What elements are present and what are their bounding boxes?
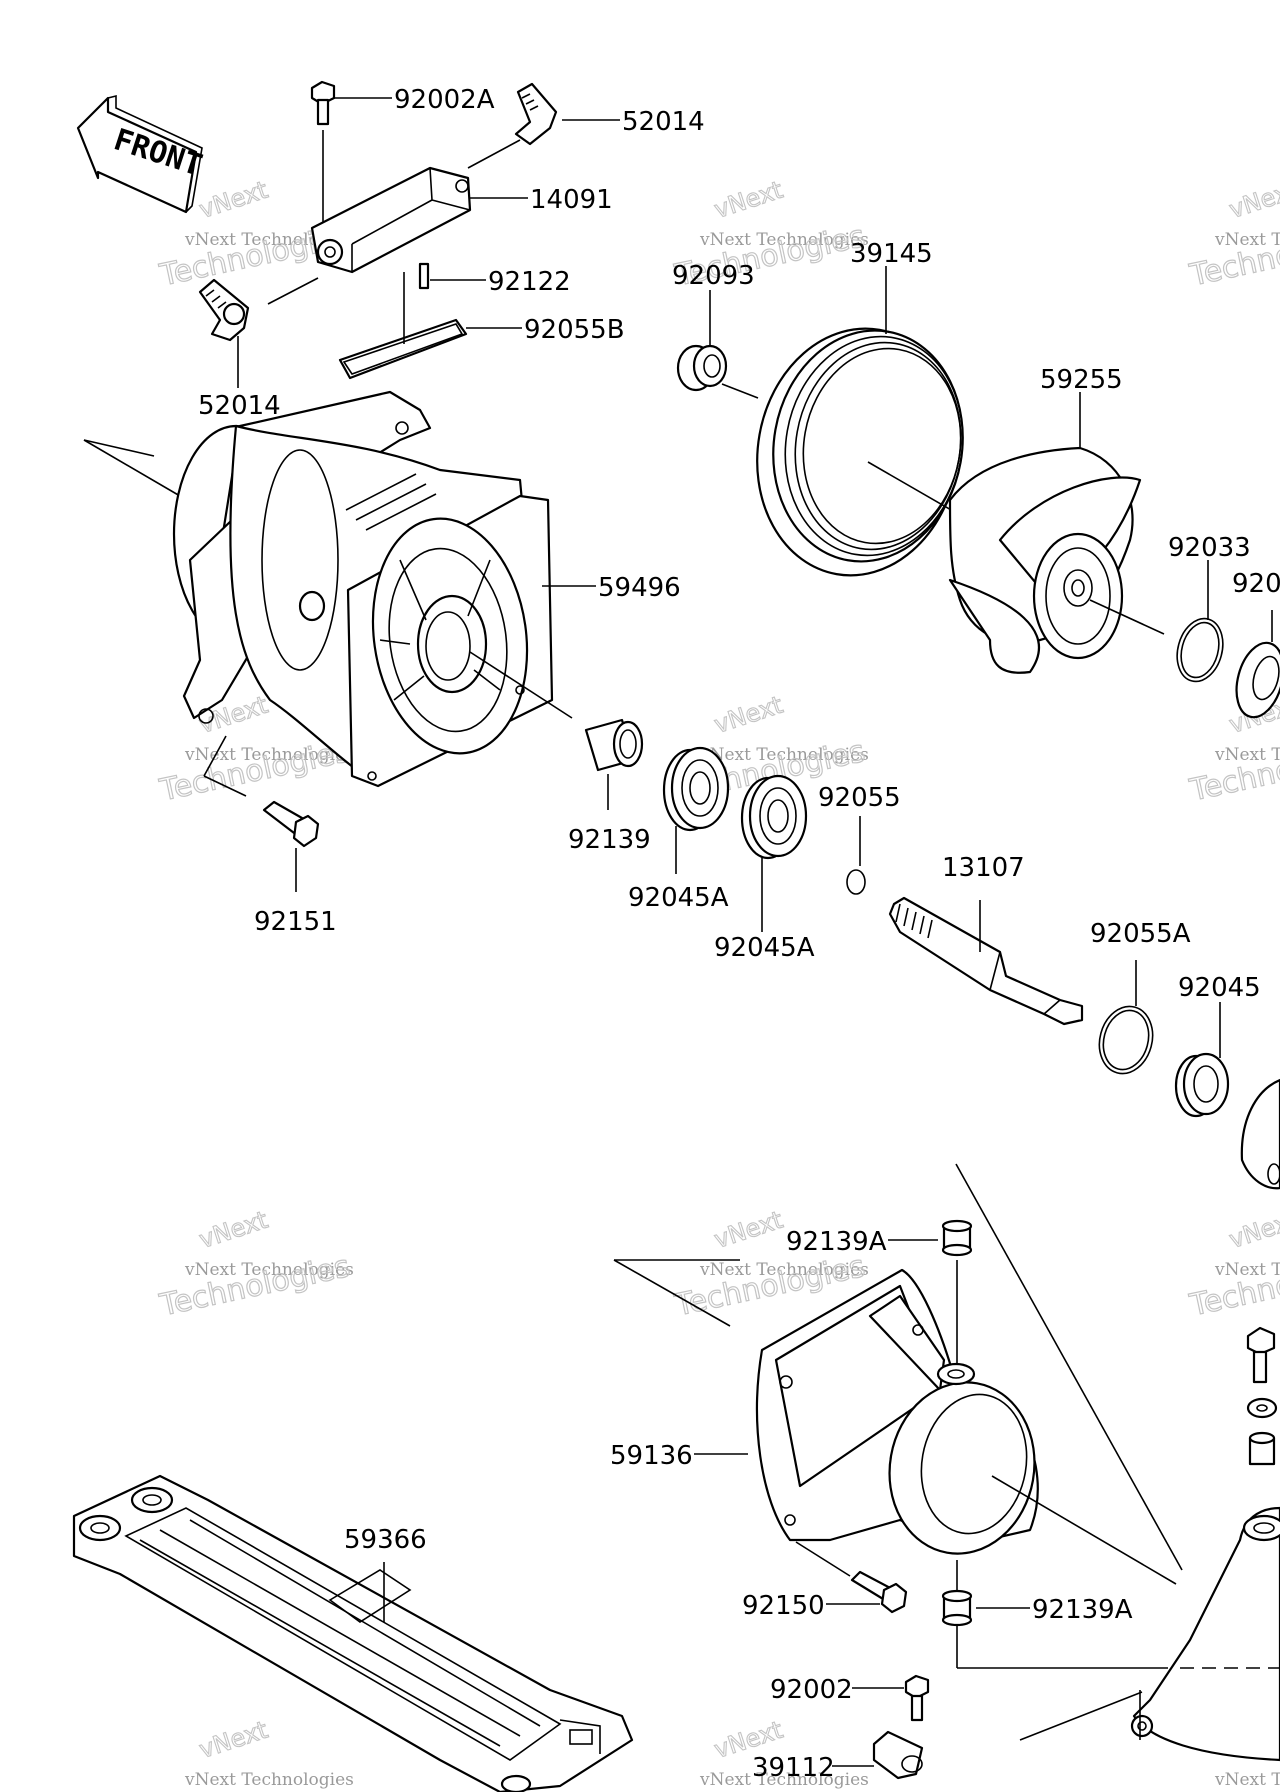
bushing-92139-icon	[584, 718, 644, 772]
bolt-92150-icon	[850, 1570, 908, 1614]
part-label: 59366	[344, 1525, 427, 1555]
link-39112-icon	[872, 1730, 924, 1780]
watermark: vNext vNext Technologies	[184, 1715, 354, 1790]
svg-text:vNext Technologies: vNext Technologies	[1214, 745, 1280, 765]
part-label: 92122	[488, 267, 571, 297]
impeller-59255-icon	[948, 446, 1142, 674]
svg-text:vNext Technologies: vNext Technologies	[1214, 1770, 1280, 1790]
bolt-92002-icon	[904, 1674, 930, 1722]
part-label: 92139A	[786, 1227, 887, 1257]
reverse-bucket-icon	[1130, 1506, 1280, 1762]
svg-text:vNext Technologies: vNext Technologies	[699, 230, 869, 250]
svg-text:vNext Technologies: vNext Technologies	[1214, 1260, 1280, 1280]
bearing-92045a-icon	[662, 746, 730, 832]
valve-body-14091-icon	[310, 166, 472, 274]
part-label: 92045A	[628, 883, 729, 913]
part-label: 92002	[770, 1675, 853, 1705]
svg-text:vNext: vNext	[711, 176, 786, 224]
steering-nozzle-59136-icon	[755, 1268, 1039, 1555]
part-label: 920	[1232, 569, 1280, 599]
hose-fitting-icon	[198, 278, 250, 342]
part-label: 92045	[1178, 973, 1261, 1003]
front-arrow-icon: FRONT	[76, 94, 206, 214]
part-label: 92055A	[1090, 919, 1191, 949]
part-label: 13107	[942, 853, 1025, 883]
svg-text:vNext Technologies: vNext Technologies	[184, 230, 354, 250]
oil-seal-icon	[1235, 641, 1280, 719]
part-label: 39112	[752, 1753, 835, 1783]
hose-fitting-icon	[514, 82, 558, 146]
collar-icon	[1248, 1431, 1276, 1466]
bearing-92045a-icon	[740, 774, 808, 860]
pump-case-59496-icon	[172, 390, 554, 788]
washer-icon	[1246, 1397, 1278, 1419]
gasket-92055b-icon	[338, 318, 468, 380]
svg-text:vNext: vNext	[1226, 176, 1280, 224]
part-label: 14091	[530, 185, 613, 215]
part-label: 52014	[198, 391, 281, 421]
pin-92122-icon	[418, 262, 430, 290]
bolt-icon	[1246, 1326, 1276, 1384]
svg-text:vNext Technologies: vNext Technologies	[184, 1770, 354, 1790]
svg-text:vNext Technologies: vNext Technologies	[699, 1260, 869, 1280]
bushing-92139a-icon	[941, 1589, 973, 1627]
svg-text:vNext: vNext	[196, 1206, 271, 1254]
part-label: 59136	[610, 1441, 693, 1471]
svg-text:vNext: vNext	[711, 691, 786, 739]
part-label: 92055	[818, 783, 901, 813]
svg-text:vNext Technologies: vNext Technologies	[699, 1770, 869, 1790]
drive-shaft-13107-icon	[888, 896, 1084, 1026]
part-label: 59496	[598, 573, 681, 603]
cap-icon	[1240, 1078, 1280, 1190]
svg-text:vNext Technologies: vNext Technologies	[184, 1260, 354, 1280]
bracket-59366-icon	[72, 1474, 634, 1792]
part-label: 92151	[254, 907, 337, 937]
part-label: 92033	[1168, 533, 1251, 563]
part-label: 92002A	[394, 85, 495, 115]
watermark: vNext vNext Technologies Technologies	[156, 1205, 354, 1324]
oil-seal-92093-icon	[676, 344, 728, 392]
part-label: 92139	[568, 825, 651, 855]
bolt-92151-icon	[262, 800, 320, 848]
bolt-92002a-icon	[310, 80, 336, 126]
watermark: vNext vNext Technologies Technologies	[1186, 175, 1280, 294]
bearing-92045-icon	[1174, 1052, 1230, 1118]
part-label: 92139A	[1032, 1595, 1133, 1625]
o-ring-92055a-icon	[1098, 1005, 1154, 1075]
o-ring-92055-icon	[846, 869, 866, 895]
part-label: 92055B	[524, 315, 625, 345]
watermark: vNext vNext Technologies Technologies	[1186, 1205, 1280, 1324]
part-label: 92093	[672, 261, 755, 291]
part-label: 92045A	[714, 933, 815, 963]
svg-text:vNext: vNext	[711, 1206, 786, 1254]
svg-text:vNext: vNext	[196, 176, 271, 224]
part-label: 59255	[1040, 365, 1123, 395]
circlip-92033-icon	[1176, 617, 1224, 683]
svg-text:vNext Technologies: vNext Technologies	[699, 745, 869, 765]
part-label: 92150	[742, 1591, 825, 1621]
part-label: 39145	[850, 239, 933, 269]
bushing-92139a-icon	[941, 1219, 973, 1257]
part-label: 52014	[622, 107, 705, 137]
svg-text:vNext: vNext	[1226, 1206, 1280, 1254]
svg-text:vNext: vNext	[196, 1716, 271, 1764]
watermark: vNext vNext Technologies Technologies	[671, 175, 869, 294]
impeller-liner-39145-icon	[756, 327, 964, 577]
svg-text:vNext Technologies: vNext Technologies	[184, 745, 354, 765]
svg-text:vNext Technologies: vNext Technologies	[1214, 230, 1280, 250]
